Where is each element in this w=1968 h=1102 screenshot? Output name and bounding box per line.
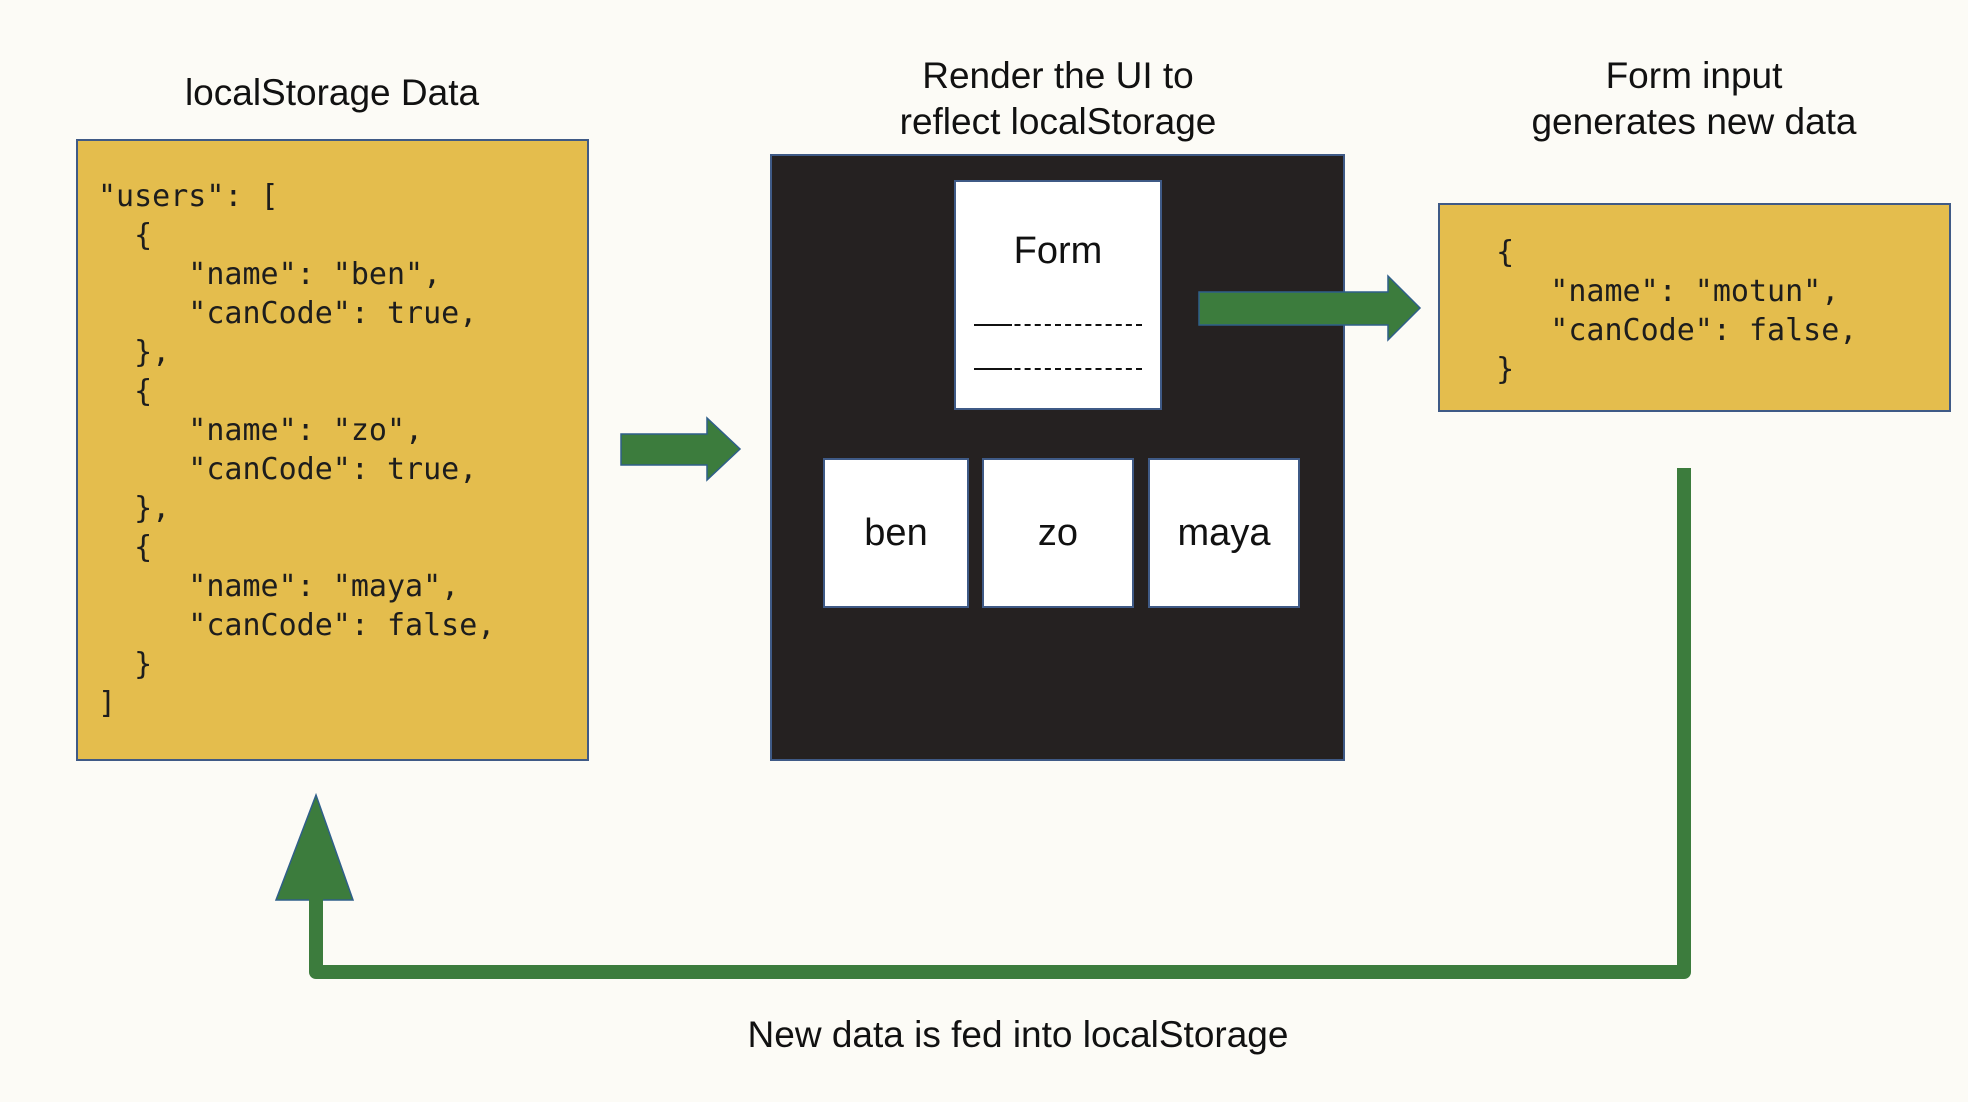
form-field-line (974, 368, 1142, 370)
arrow-right-icon (620, 416, 742, 482)
form-title: Form (1013, 230, 1103, 272)
render-caption: Render the UI to reflect localStorage (899, 55, 1217, 142)
feedback-caption: New data is fed into localStorage (747, 1014, 1289, 1055)
new-data-box: { "name": "motun", "canCode": false, } (1438, 203, 1951, 412)
feedback-loop-line (309, 468, 1691, 979)
arrow-up-icon (274, 792, 355, 901)
rendered-ui-panel: Form ben zo maya (770, 154, 1345, 761)
form-input-caption: Form input generates new data (1531, 55, 1857, 142)
user-card-zo: zo (982, 458, 1134, 608)
arrow-right-icon (1198, 274, 1422, 342)
user-card-maya: maya (1148, 458, 1300, 608)
form-card: Form (954, 180, 1162, 410)
storage-caption: localStorage Data (184, 72, 480, 113)
user-card-ben: ben (823, 458, 969, 608)
form-field-line (974, 324, 1142, 326)
localstorage-data-box: "users": [ { "name": "ben", "canCode": t… (76, 139, 589, 761)
